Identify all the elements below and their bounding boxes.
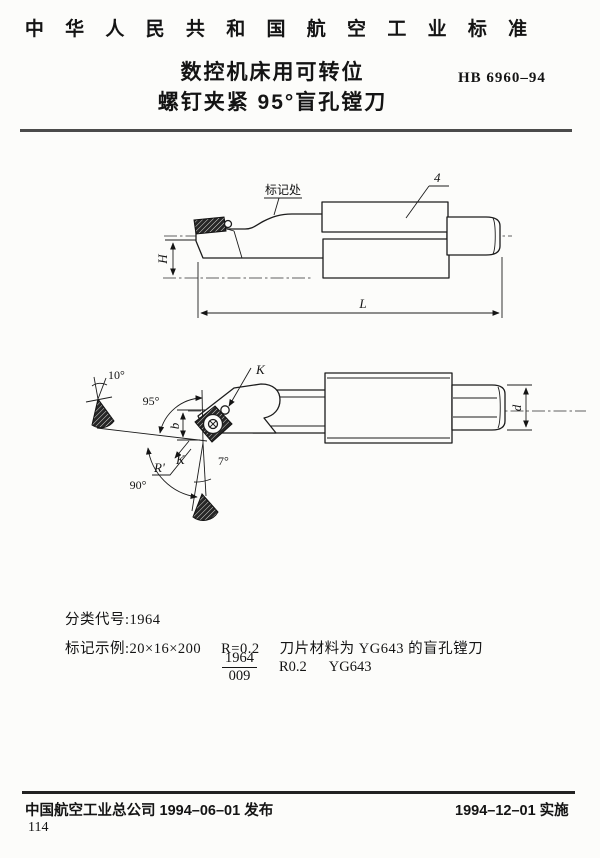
insert-screw <box>223 219 233 229</box>
locating-pin <box>220 405 230 415</box>
page-number: 114 <box>28 820 49 835</box>
insert-section-detail-lower <box>192 493 219 521</box>
publisher-release-line: 中国航空工业总公司 1994–06–01 发布 <box>25 803 274 819</box>
nose-radius-leader <box>152 448 192 476</box>
national-standard-header: 中 华 人 民 共 和 国 航 空 工 业 标 准 <box>24 19 536 40</box>
screw-hatch <box>209 420 217 428</box>
specification-block: 分类代号:1964 标记示例:20×16×200 R=0.2 刀片材料为 YG643… <box>65 608 565 666</box>
class-code-line: 分类代号:1964 <box>65 612 161 628</box>
designation-numerator: 1964 <box>222 650 257 668</box>
block <box>324 372 453 444</box>
angle-7-arc <box>193 478 212 483</box>
side-view-drawing: 标记处 4 H L <box>155 170 512 318</box>
standard-title-line2: 螺钉夹紧 95°盲孔镗刀 <box>157 91 388 114</box>
footer-divider <box>22 791 575 794</box>
marking-example-prefix: 标记示例:20×16×200 <box>65 641 202 657</box>
view-label-K-top: K <box>255 362 266 377</box>
angle-label-10: 10° <box>108 368 125 382</box>
angle-10-arc <box>91 382 108 387</box>
dim-label-L: L <box>358 296 366 311</box>
dim-label-H: H <box>155 254 170 265</box>
angle-10-leg <box>97 377 107 400</box>
designation-fraction: 1964 009 <box>222 650 257 684</box>
shank-chamfer <box>492 217 496 255</box>
header-divider <box>20 129 572 132</box>
angle-label-95: 95° <box>143 394 160 408</box>
cutting-insert <box>193 216 227 235</box>
surface-line <box>85 396 113 403</box>
view-label-K-bottom: K <box>175 452 186 467</box>
standard-title: 数控机床用可转位 螺钉夹紧 95°盲孔镗刀 <box>0 58 545 118</box>
marking-place-label: 标记处 <box>265 183 301 197</box>
block-upper-face <box>321 201 449 233</box>
marking-example-description: 刀片材料为 YG643 的盲孔镗刀 <box>279 641 484 657</box>
part4-label: 4 <box>434 170 441 185</box>
designation-example: 1964 009 R0.2 YG643 <box>222 650 394 684</box>
dim-label-d: d <box>509 404 524 411</box>
marking-leader <box>273 197 280 216</box>
angle-90-arc <box>146 447 198 499</box>
view-arrow-K-bottom <box>174 440 190 459</box>
part4-leader <box>405 185 430 219</box>
insert-section-detail-upper <box>91 397 115 429</box>
implementation-date: 1994–12–01 实施 <box>455 803 569 819</box>
block-lower-face <box>322 238 450 279</box>
designation-denominator: 009 <box>228 667 251 684</box>
plan-view-drawing: d 95° K 10° 90° R' K <box>85 362 586 521</box>
standard-number: HB 6960–94 <box>458 70 546 86</box>
cutting-edge-extension <box>96 427 208 442</box>
designation-radius: R0.2 <box>279 658 307 675</box>
standard-title-line1: 数控机床用可转位 <box>180 61 365 84</box>
shank-chamfer <box>497 386 501 429</box>
shank <box>446 216 501 256</box>
clamp-edge <box>226 228 235 232</box>
nose-radius-label: R' <box>153 460 165 475</box>
marking-example-radius: R=0.2 <box>221 641 260 657</box>
designation-material: YG643 <box>328 658 372 675</box>
angle-label-90: 90° <box>130 478 147 492</box>
shank <box>451 384 506 431</box>
clamp-edge <box>233 230 243 259</box>
angle-95-arc <box>158 395 203 434</box>
dim-label-b: b <box>167 422 182 429</box>
angle-10-leg <box>93 376 99 400</box>
angle-label-7: 7° <box>218 454 229 468</box>
marking-example-line: 标记示例:20×16×200 R=0.2 刀片材料为 YG643 的盲孔镗刀 <box>65 637 565 658</box>
angle-7-leg <box>202 442 207 497</box>
view-arrow-K-top <box>228 367 252 407</box>
